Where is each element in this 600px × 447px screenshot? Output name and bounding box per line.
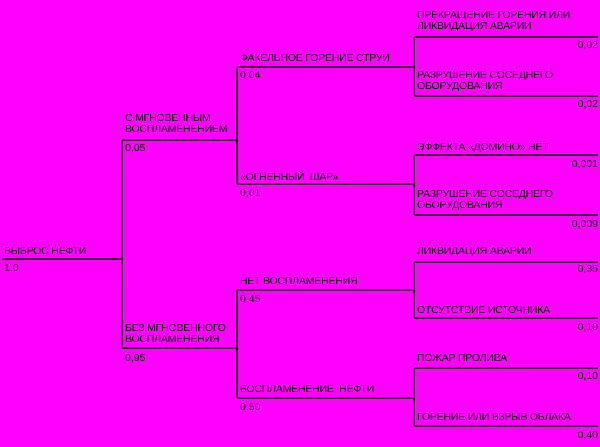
jet-prob: 0,04 [240, 69, 261, 81]
leaf-prob-jet-stop: 0,02 [577, 39, 598, 51]
leaf-label-fb-destroy: РАЗРУШЕНИЕ СОСЕДНЕГО ОБОРУДОВАНИЯ [417, 188, 553, 211]
leaf-prob-ig-pool: 0,10 [577, 370, 598, 382]
fireball-label: «ОГНЕННЫЙ ШАР» [240, 171, 339, 183]
leaf-prob-ig-cloud: 0,40 [577, 429, 598, 441]
leaf-label-ni-nosource: ОТСУТСТВИЕ ИСТОЧНИКА [417, 304, 550, 316]
leaf-label-jet-destroy: РАЗРУШЕНИЕ СОСЕДНЕГО ОБОРУДОВАНИЯ [417, 69, 553, 92]
no-instant-label: БЕЗ МГНОВЕННОГО ВОСПЛАМЕНЕНИЯ [125, 322, 226, 345]
root-prob: 1,0 [4, 262, 19, 274]
leaf-prob-ni-liquid: 0,35 [577, 263, 598, 275]
instant-label: С МГНОВЕННЫМ ВОСПЛАМЕНЕНИЕМ [125, 112, 228, 135]
leaf-prob-ni-nosource: 0,10 [577, 321, 598, 333]
leaf-prob-jet-destroy: 0,02 [577, 98, 598, 110]
leaf-label-ig-pool: ПОЖАР ПРОЛИВА [417, 352, 507, 364]
leaf-label-jet-stop: ПРЕКРАЩЕНИЕ ГОРЕНИЯ ИЛИ ЛИКВИДАЦИЯ АВАРИ… [417, 9, 571, 32]
leaf-prob-fb-domino: 0,001 [571, 158, 598, 170]
root-label: ВЫБРОС НЕФТИ [4, 245, 87, 257]
ignition-label: ВОСПЛАМЕНЕНИЕ НЕФТИ [240, 383, 375, 395]
ignition-prob: 0,50 [240, 401, 261, 413]
fireball-prob: 0,01 [240, 187, 261, 199]
leaf-label-fb-domino: ЭФФЕКТА «ДОМИНО» НЕТ [417, 141, 549, 153]
instant-prob: 0,05 [125, 142, 146, 154]
jet-label: ФАКЕЛЬНОЕ ГОРЕНИЕ СТРУИ [240, 52, 390, 64]
leaf-label-ni-liquid: ЛИКВИДАЦИЯ АВАРИИ [417, 245, 532, 257]
no-instant-prob: 0,95 [125, 352, 146, 364]
leaf-prob-fb-destroy: 0,009 [571, 218, 598, 230]
no-ignition-label: НЕТ ВОСПЛАМЕНЕНИЯ [240, 275, 358, 287]
no-ignition-prob: 0,45 [240, 293, 261, 305]
leaf-label-ig-cloud: ГОРЕНИЕ ИЛИ ВЗРЫВ ОБЛАКА [417, 411, 571, 423]
